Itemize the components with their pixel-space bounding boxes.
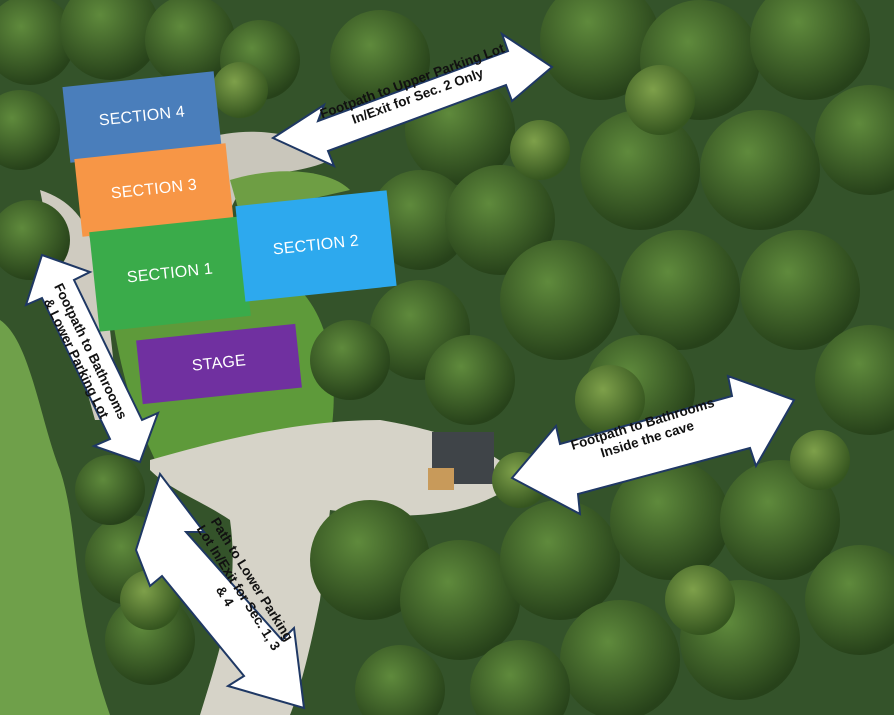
section-3-label: SECTION 3 — [110, 176, 198, 203]
stage-label: STAGE — [191, 352, 247, 375]
section-2-block: SECTION 2 — [235, 190, 397, 302]
section-2-label: SECTION 2 — [272, 232, 360, 259]
bathrooms-cave-arrow-icon — [510, 374, 796, 516]
lower-parking-arrow-icon — [134, 471, 306, 710]
upper-parking-arrow-icon — [270, 31, 554, 168]
section-4-label: SECTION 4 — [98, 103, 186, 130]
bathrooms-lower-arrow-icon — [24, 253, 160, 464]
